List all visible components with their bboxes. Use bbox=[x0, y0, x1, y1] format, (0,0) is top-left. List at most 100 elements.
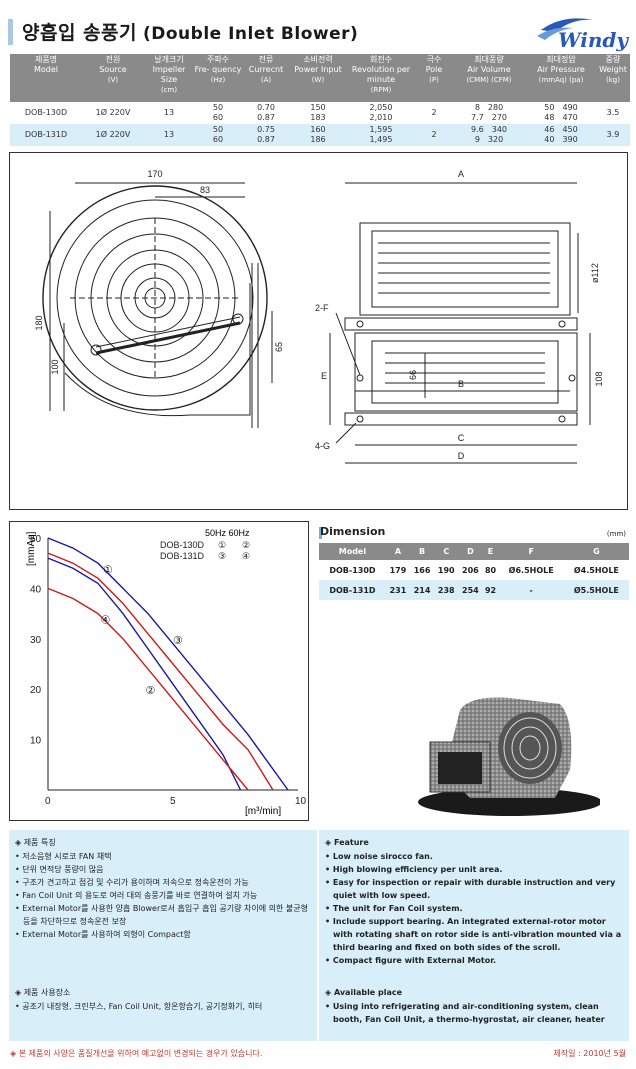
chart-legend-header: 50Hz 60Hz bbox=[205, 528, 250, 538]
spec-header-unit: (kg) bbox=[606, 76, 620, 84]
dimension-cell: 254 bbox=[458, 580, 483, 600]
dim-label-65: 65 bbox=[274, 342, 284, 352]
spec-header-en: Impeller Size bbox=[152, 65, 186, 84]
dim-label-180: 180 bbox=[34, 315, 44, 330]
feature-en-item: Include support bearing. An integrated e… bbox=[325, 915, 623, 954]
chart-y-tick: 10 bbox=[30, 736, 42, 747]
chart-legend-model: DOB-130D bbox=[160, 540, 205, 550]
feature-ko-item: 저소음형 시로코 FAN 채택 bbox=[15, 850, 311, 863]
spec-cell: 160 186 bbox=[290, 124, 346, 146]
feature-en-item: The unit for Fan Coil system. bbox=[325, 902, 623, 915]
usage-en-title: ◈ Available place bbox=[325, 988, 403, 997]
feature-ko-item: External Motor를 사용한 양흡 Blower로서 흡입구 흡입 공… bbox=[15, 902, 311, 928]
logo-text: Windy bbox=[558, 28, 628, 52]
spec-cell: 3.9 bbox=[596, 124, 630, 146]
spec-header-ko: 극수 bbox=[426, 55, 442, 64]
dimension-header-cell: G bbox=[563, 543, 629, 560]
logo-swoosh-icon bbox=[537, 18, 593, 40]
dim-label-b: B bbox=[458, 379, 464, 389]
dimension-header-cell: E bbox=[482, 543, 499, 560]
spec-cell: DOB-130D bbox=[10, 102, 82, 124]
usage-en-list: Using into refrigerating and air-conditi… bbox=[325, 1000, 623, 1026]
feature-ko-item: External Motor를 사용하여 외형이 Compact함 bbox=[15, 928, 311, 941]
chart-series-callout: ③ bbox=[173, 635, 183, 647]
spec-cell: 50 60 bbox=[194, 124, 242, 146]
chart-y-tick: 50 bbox=[30, 534, 42, 545]
dimension-cell: 166 bbox=[413, 565, 431, 575]
spec-header-ko: 최대정압 bbox=[546, 55, 576, 64]
dim-label-c: C bbox=[458, 433, 465, 443]
spec-header-ko: 전원 bbox=[105, 55, 121, 64]
product-photo bbox=[400, 690, 602, 820]
spec-header-ko: 중량 bbox=[605, 55, 621, 64]
spec-header-en: Air Volume bbox=[467, 65, 511, 74]
spec-header-en: Air Pressure bbox=[537, 65, 585, 74]
dimension-cell: 190 bbox=[437, 565, 455, 575]
side-view bbox=[344, 222, 578, 426]
dimension-cell: DOB-131D bbox=[319, 580, 386, 600]
dimension-cell: 80 bbox=[484, 565, 497, 575]
spec-header-unit: (V) bbox=[107, 76, 119, 84]
dim-label-100: 100 bbox=[50, 359, 60, 374]
chart-y-label: [mmAq] bbox=[26, 531, 37, 566]
chart-legend-model: DOB-131D bbox=[160, 551, 205, 561]
dimension-cell: 92 bbox=[482, 580, 499, 600]
spec-header-en: Power Input bbox=[294, 65, 342, 74]
spec-cell: 1,595 1,495 bbox=[346, 124, 416, 146]
spec-cell: 2 bbox=[416, 102, 452, 124]
chart-x-tick: 0 bbox=[45, 796, 51, 807]
dim-label-2f: 2-F bbox=[315, 303, 329, 313]
dim-label-4g: 4-G bbox=[315, 441, 330, 451]
chart-legend-50hz: ① bbox=[218, 540, 226, 550]
spec-cell: 8 280 7.7 270 bbox=[452, 102, 526, 124]
dimension-cell: Ø6.5HOLE bbox=[508, 565, 554, 575]
feature-ko-item: 구조가 견고하고 점검 및 수리가 용이하며 저속으로 정속운전이 가능 bbox=[15, 876, 311, 889]
chart-legend-60hz: ② bbox=[242, 540, 250, 550]
dimension-header-cell: F bbox=[498, 543, 564, 560]
spec-cell: 50 60 bbox=[194, 102, 242, 124]
dimension-title: Dimension bbox=[320, 525, 386, 538]
spec-header-unit: (cm) bbox=[160, 86, 178, 94]
dimension-cell: 238 bbox=[434, 580, 459, 600]
dim-label-108: 108 bbox=[594, 371, 604, 386]
spec-header-unit: (Hz) bbox=[210, 76, 226, 84]
dimension-header-cell: Model bbox=[319, 543, 386, 560]
spec-cell: 3.5 bbox=[596, 102, 630, 124]
dimension-unit: (mm) bbox=[606, 530, 626, 538]
footer-date: 제작일 : 2010년 5월 bbox=[553, 1049, 626, 1058]
page-title: 양흡입 송풍기(Double Inlet Blower) bbox=[22, 18, 358, 45]
dim-label-a: A bbox=[458, 169, 464, 179]
dimension-header-cell: A bbox=[385, 543, 411, 560]
blower-image bbox=[418, 697, 602, 816]
dim-label-d: D bbox=[458, 451, 465, 461]
spec-header-ko: 날개크기 bbox=[154, 55, 184, 64]
feature-en-item: Low noise sirocco fan. bbox=[325, 850, 623, 863]
features-korean: ◈ 제품 특징 저소음형 시로코 FAN 채택단위 면적당 풍량이 많음구조가 … bbox=[9, 830, 317, 1041]
spec-cell: 13 bbox=[144, 102, 194, 124]
spec-cell: 1Ø 220V bbox=[82, 102, 144, 124]
feature-en-item: Easy for inspection or repair with durab… bbox=[325, 876, 623, 902]
features-english: ◈ Feature Low noise sirocco fan.High blo… bbox=[319, 830, 629, 1041]
usage-en-item: Using into refrigerating and air-conditi… bbox=[325, 1000, 623, 1026]
spec-cell: 9.6 340 9 320 bbox=[452, 124, 526, 146]
spec-header-ko: 최대풍량 bbox=[474, 55, 504, 64]
dimension-cell: DOB-130D bbox=[329, 565, 376, 575]
spec-header-en: Pole bbox=[425, 65, 443, 74]
footer-notice: ◈ 본 제품의 사양은 품질개선을 위하여 예고없이 변경되는 경우가 있습니다… bbox=[10, 1049, 263, 1058]
spec-cell: 2,050 2,010 bbox=[346, 102, 416, 124]
dimension-header-cell: B bbox=[410, 543, 435, 560]
